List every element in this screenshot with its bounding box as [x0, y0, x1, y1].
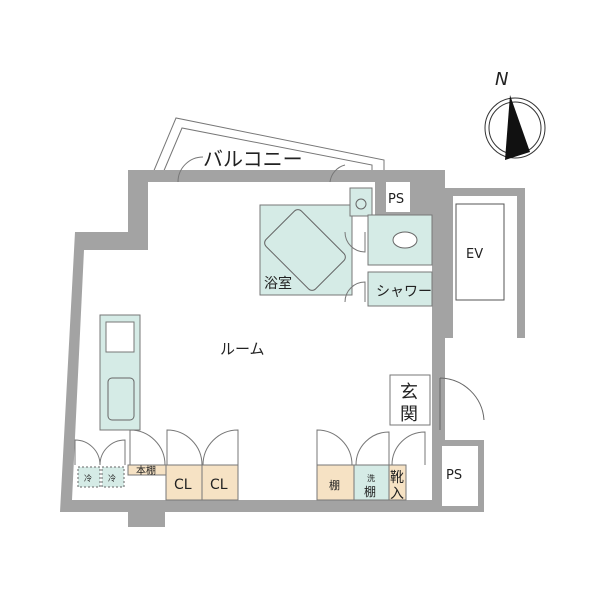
- shoe-cabinet: [388, 464, 407, 501]
- fridge-2: [101, 466, 125, 488]
- label-shelf: 棚: [329, 478, 340, 492]
- stove-icon: [105, 321, 135, 353]
- label-fridge-1: 冷: [84, 473, 92, 483]
- label-ps-bottom: PS: [446, 468, 462, 483]
- compass-north-label: N: [495, 69, 508, 90]
- label-wash-2: 棚: [364, 484, 376, 499]
- label-shoe-1: 靴: [390, 470, 404, 486]
- label-ps-top: PS: [388, 192, 404, 207]
- toilet-icon: [392, 231, 418, 249]
- sink-icon: [107, 377, 135, 421]
- wash-shelf: [353, 464, 390, 501]
- label-ev: EV: [466, 247, 483, 262]
- shower-room: [367, 271, 433, 307]
- label-balcony: バルコニー: [203, 147, 303, 171]
- label-entrance-2: 関: [400, 404, 418, 425]
- label-room: ルーム: [220, 340, 265, 358]
- shelf: [316, 464, 355, 501]
- entrance: [389, 374, 431, 426]
- label-closet-1: CL: [174, 477, 192, 493]
- label-fridge-2: 冷: [108, 473, 116, 483]
- wash-basin: [349, 187, 373, 217]
- north-arrow-icon: [505, 95, 530, 160]
- ev-car: [455, 203, 505, 301]
- closet-1: [165, 464, 203, 501]
- fridge-1: [77, 466, 101, 488]
- compass: N: [484, 69, 546, 160]
- bathroom: [259, 204, 353, 296]
- ev-hall: [453, 308, 517, 338]
- entry-door[interactable]: [439, 377, 485, 430]
- bathtub: [264, 209, 346, 291]
- label-wash-1: 洗: [367, 473, 375, 483]
- storage-doors[interactable]: [74, 156, 426, 466]
- label-entrance-1: 玄: [400, 382, 418, 403]
- ps-top: [386, 182, 410, 212]
- label-bookshelf: 本棚: [136, 464, 156, 477]
- ps-bottom: [442, 446, 478, 506]
- label-bath: 浴室: [264, 275, 292, 292]
- closet-2: [201, 464, 239, 501]
- basin-icon: [355, 198, 367, 210]
- label-shoe-2: 入: [390, 486, 404, 502]
- label-closet-2: CL: [210, 477, 228, 493]
- label-shower: シャワー: [376, 284, 432, 300]
